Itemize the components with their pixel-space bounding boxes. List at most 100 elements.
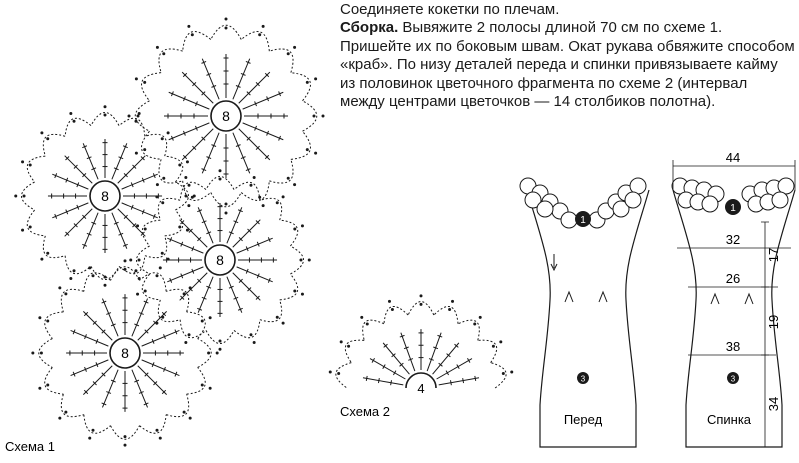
picot-dot: [155, 428, 159, 432]
picot-dot: [261, 24, 265, 28]
picot-dot: [293, 289, 297, 293]
picot-dot: [337, 371, 341, 375]
stitch-bar: [462, 378, 465, 384]
stitch-bar: [65, 231, 70, 236]
picot-dot: [215, 351, 219, 355]
picot-dot: [137, 112, 141, 116]
stitch-bar: [152, 213, 156, 219]
picot-dot: [134, 119, 138, 123]
stitch-spoke: [137, 365, 168, 396]
stitch-bar: [188, 228, 193, 233]
picot-dot: [28, 225, 32, 229]
stitch-bar: [438, 362, 443, 367]
stitch-spoke: [111, 212, 128, 249]
stitch-bar: [170, 135, 174, 141]
chain-arc: [134, 100, 150, 132]
picot-dot: [91, 428, 95, 432]
stitch-bar: [84, 366, 87, 372]
chain-arc: [90, 112, 120, 126]
stitch-bar: [245, 168, 251, 172]
chain-arc: [407, 301, 435, 316]
picot-dot: [158, 436, 162, 440]
stitch-bar: [134, 379, 140, 383]
picot-dot: [103, 113, 107, 117]
stitch-bar: [278, 91, 282, 97]
chain-arc: [269, 159, 294, 184]
stitch-bar: [183, 130, 186, 136]
motif-label-4: 8: [121, 345, 129, 361]
stitch-spoke: [197, 276, 214, 313]
picot-dot: [14, 194, 18, 198]
stitch-bar: [201, 91, 206, 96]
picot-dot: [218, 339, 222, 343]
stitch-bar: [264, 154, 270, 160]
stitch-spoke: [70, 359, 109, 377]
stitch-bar: [163, 366, 166, 372]
stitch-bar: [403, 346, 409, 350]
stitch-bar: [65, 209, 69, 215]
stitch-bar: [254, 101, 257, 107]
crochet-motif-3: [129, 169, 311, 351]
motif-label-2: 8: [101, 188, 109, 204]
stitch-bar: [113, 167, 119, 171]
stitch-bar: [84, 334, 87, 340]
stitch-bar: [163, 334, 166, 340]
stitch-bar: [201, 136, 206, 141]
chain-arc: [144, 235, 168, 259]
picot-dot: [143, 148, 147, 152]
stitch-bar: [76, 204, 80, 210]
picot-dot: [64, 410, 68, 414]
chain-arc: [335, 362, 352, 389]
stitch-bar: [72, 329, 76, 335]
stitch-bar: [240, 73, 246, 76]
stitch-spoke: [131, 369, 149, 408]
stitch-bar: [246, 136, 251, 141]
chain-arc: [90, 266, 120, 280]
stitch-bar: [399, 334, 405, 338]
chain-arc: [182, 31, 212, 52]
bead: [560, 211, 578, 229]
chain-arc: [290, 72, 311, 102]
picot-dot: [136, 292, 140, 296]
stitch-spoke: [438, 377, 480, 386]
stitch-bar: [278, 135, 282, 141]
stitch-bar: [206, 156, 212, 159]
stitch-spoke: [52, 173, 89, 190]
back-arrows: [710, 292, 754, 305]
stitch-bar: [91, 221, 97, 225]
stitch-spoke: [82, 310, 113, 341]
picot-dot: [281, 321, 285, 325]
chain-arc: [141, 72, 162, 102]
text-line-joining: Соединяете кокетки по плечам.: [340, 1, 560, 18]
stitch-bar: [191, 268, 195, 274]
picot-dot: [307, 258, 311, 262]
stitch-bar: [237, 307, 243, 311]
chain-arc: [182, 180, 212, 201]
stitch-bar: [143, 300, 149, 304]
chain-arc: [144, 133, 168, 157]
stitch-spoke: [369, 358, 406, 380]
picot-dot: [58, 286, 62, 290]
picot-dot: [293, 183, 297, 187]
crochet-motif-5: [328, 294, 514, 389]
picot-dot: [286, 176, 290, 180]
stitch-bar: [101, 329, 106, 334]
stitch-spoke: [64, 155, 93, 184]
stitch-bar: [144, 329, 149, 334]
back-marker-1: [725, 199, 741, 215]
chain-arc: [290, 245, 304, 275]
stitch-spoke: [82, 365, 113, 396]
stitch-spoke: [168, 122, 210, 141]
picot-dot: [275, 201, 279, 205]
stitch-bar: [122, 243, 128, 247]
chain-arc: [210, 192, 242, 208]
chain-arc: [38, 338, 53, 368]
stitch-bar: [247, 228, 252, 233]
chain-arc: [141, 219, 161, 247]
back-caption: Спинка: [707, 412, 752, 427]
stitch-spoke: [101, 298, 119, 337]
picot-dot: [275, 315, 279, 319]
back-dimension-lines: [672, 160, 796, 448]
picot-dot: [261, 204, 265, 208]
picot-dot: [252, 176, 256, 180]
